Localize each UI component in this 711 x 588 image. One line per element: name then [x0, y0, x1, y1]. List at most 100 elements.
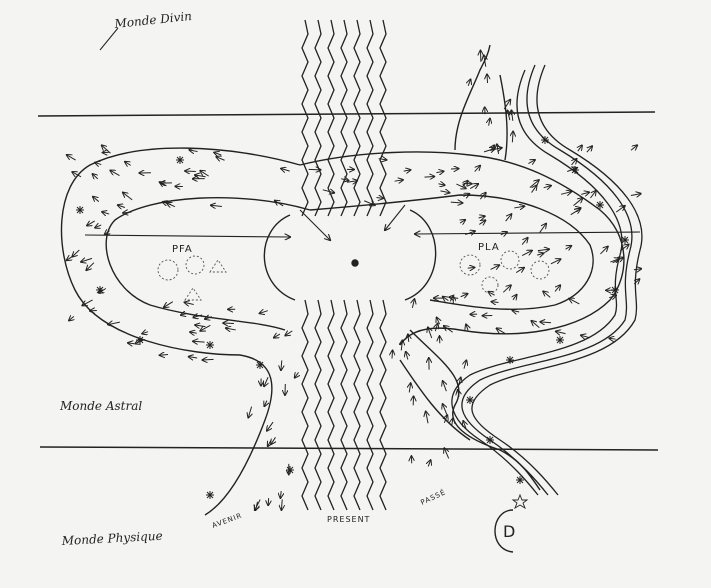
- flow-arrow: [461, 294, 468, 297]
- flow-arrow: [401, 340, 402, 350]
- flow-arrow: [491, 265, 500, 269]
- zigzag-line: [354, 300, 360, 510]
- flow-arrow: [118, 205, 125, 207]
- star-marks: [76, 136, 629, 499]
- flow-arrow: [412, 299, 414, 308]
- flow-arrow: [443, 297, 449, 301]
- label-monde-physique: Monde Physique: [60, 529, 163, 548]
- flow-arrow: [443, 404, 447, 414]
- flow-arrow: [537, 253, 543, 255]
- flow-arrow: [285, 331, 292, 336]
- flow-arrow: [128, 343, 134, 344]
- flow-arrow: [81, 258, 92, 262]
- zigzag-line: [341, 300, 347, 510]
- flow-arrow: [125, 162, 131, 166]
- zigzag-line: [380, 20, 386, 216]
- flow-arrow: [160, 354, 168, 355]
- flow-arrow: [631, 145, 637, 150]
- flow-arrow: [67, 256, 73, 260]
- flow-arrow: [67, 155, 76, 160]
- flow-arrow: [295, 372, 299, 377]
- flow-arrow: [522, 251, 532, 256]
- flow-arrow: [264, 377, 268, 386]
- flow-arrow: [271, 437, 275, 444]
- flow-arrow: [538, 249, 549, 250]
- flow-arrow: [609, 338, 615, 339]
- flow-arrow: [281, 499, 282, 509]
- star-mark: [596, 201, 604, 209]
- zigzag-line: [315, 300, 321, 510]
- flow-arrow: [72, 250, 79, 257]
- flow-arrow: [569, 299, 579, 304]
- flow-arrow: [572, 159, 577, 165]
- flow-arrow: [428, 460, 430, 466]
- label-pla: PLA: [478, 242, 500, 253]
- star-mark: [556, 336, 564, 344]
- flow-arrow: [532, 185, 537, 192]
- zigzag-line: [302, 20, 308, 216]
- monde-divin-flourish: [100, 28, 118, 50]
- flow-arrow: [102, 212, 109, 214]
- star-mark: [621, 236, 629, 244]
- flow-arrow: [193, 341, 204, 342]
- star-mark: [571, 166, 579, 174]
- flow-arrow: [475, 166, 480, 172]
- flow-arrow: [190, 150, 198, 152]
- flow-arrow: [512, 132, 513, 143]
- flow-arrow: [556, 331, 566, 333]
- flow-arrow: [512, 310, 519, 312]
- flow-arrow: [634, 269, 641, 270]
- moon-d-symbol: D: [495, 495, 527, 552]
- flow-arrow: [479, 216, 485, 218]
- star-mark: [541, 136, 549, 144]
- flow-arrow: [530, 180, 539, 187]
- star-mark: [486, 436, 494, 444]
- flow-arrow: [108, 322, 120, 324]
- flow-arrow: [451, 202, 463, 203]
- flow-arrow: [164, 302, 173, 308]
- flow-arrow: [616, 206, 625, 212]
- flow-arrow: [452, 418, 453, 425]
- flow-arrow: [95, 225, 101, 228]
- flow-arrow: [392, 350, 393, 358]
- label-passe: PASSÉ: [419, 487, 447, 507]
- flow-arrow: [95, 163, 101, 165]
- zigzag-line: [367, 300, 373, 510]
- flow-arrow: [435, 324, 437, 331]
- flow-arrow: [555, 285, 560, 291]
- flow-arrow: [167, 203, 175, 207]
- flow-arrow: [460, 220, 465, 223]
- flow-arrow: [86, 263, 94, 270]
- flow-arrow: [587, 146, 592, 152]
- flow-arrow: [425, 176, 435, 177]
- flow-arrow: [540, 322, 551, 323]
- flow-arrow: [123, 193, 132, 200]
- flow-arrow: [528, 160, 534, 164]
- star-mark: [206, 491, 214, 499]
- flow-arrow: [404, 170, 411, 171]
- flow-arrow: [571, 209, 580, 215]
- flow-arrow: [93, 197, 99, 202]
- flow-arrow: [268, 440, 271, 446]
- flow-arrow: [267, 422, 273, 431]
- divider-line-lower: [40, 447, 658, 450]
- flow-arrow: [376, 198, 382, 199]
- star-mark: [176, 156, 184, 164]
- flow-arrow: [479, 220, 485, 224]
- flow-arrow: [123, 212, 131, 213]
- flow-arrow: [274, 334, 280, 338]
- star-mark: [466, 396, 474, 404]
- flow-arrow: [185, 302, 194, 304]
- star-mark: [611, 286, 619, 294]
- central-ring: [264, 210, 435, 300]
- star-mark: [76, 206, 84, 214]
- flow-arrow: [110, 170, 119, 175]
- flow-arrow: [464, 360, 466, 368]
- flow-arrow: [93, 174, 98, 179]
- label-pfa: PFA: [172, 244, 193, 255]
- flow-arrow: [438, 184, 444, 185]
- star-mark: [516, 476, 524, 484]
- flow-arrow: [406, 352, 408, 360]
- flow-arrow: [566, 246, 572, 249]
